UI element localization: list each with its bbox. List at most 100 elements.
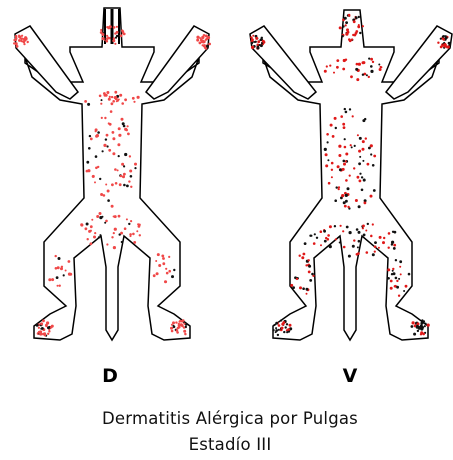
ventral-neck-black-lesion-dot bbox=[361, 73, 365, 76]
dorsal-forepaw-left-red-lesion-dot bbox=[15, 42, 18, 46]
ventral-trunk-black-lesion-dot bbox=[346, 187, 350, 191]
dorsal-trunk-red-lesion-dot bbox=[129, 169, 133, 173]
ventral-forepaw-left-black-lesion-dot bbox=[256, 46, 260, 50]
dorsal-hindlimb-left-red-lesion-dot bbox=[64, 269, 67, 272]
ventral-trunk-black-lesion-dot bbox=[359, 155, 362, 158]
ventral-groin-black-lesion-dot bbox=[313, 233, 316, 236]
dorsal-shoulders-red-lesion-dot bbox=[112, 100, 115, 103]
ventral-forepaw-right-red-lesion-dot bbox=[437, 41, 440, 44]
dorsal-forepaw-left-red-lesion-dot bbox=[18, 34, 20, 37]
ventral-trunk-black-lesion-dot bbox=[342, 159, 346, 163]
ventral-groin-red-lesion-dot bbox=[353, 239, 356, 242]
dorsal-snout-red-lesion-dot bbox=[122, 32, 125, 35]
ventral-hindlimb-right-black-lesion-dot bbox=[387, 277, 390, 280]
ventral-trunk-red-lesion-dot bbox=[336, 165, 340, 169]
ventral-trunk-red-lesion-dot bbox=[363, 201, 367, 205]
ventral-groin-red-lesion-dot bbox=[334, 238, 337, 241]
ventral-groin-red-lesion-dot bbox=[370, 234, 373, 238]
dorsal-hindpaw-right-red-lesion-dot bbox=[182, 326, 186, 329]
dorsal-hindpaw-right-red-lesion-dot bbox=[170, 326, 173, 330]
ventral-trunk-black-lesion-dot bbox=[363, 199, 367, 203]
ventral-hindpaw-right-black-lesion-dot bbox=[417, 326, 421, 330]
dorsal-hindlimb-left-black-lesion-dot bbox=[55, 276, 59, 279]
dorsal-hindlimb-left-red-lesion-dot bbox=[56, 266, 60, 270]
dorsal-hindpaw-right-black-lesion-dot bbox=[172, 324, 175, 327]
ventral-trunk-red-lesion-dot bbox=[354, 199, 358, 202]
ventral-hindlimb-right-black-lesion-dot bbox=[407, 272, 411, 276]
dorsal-forepaw-left-red-lesion-dot bbox=[20, 39, 23, 43]
dorsal-hips-red-lesion-dot bbox=[112, 232, 115, 235]
dorsal-trunk-black-lesion-dot bbox=[88, 134, 92, 138]
ventral-forepaw-left-red-lesion-dot bbox=[251, 45, 255, 50]
ventral-hindlimb-left-red-lesion-dot bbox=[299, 286, 302, 290]
ventral-forepaw-left-black-lesion-dot bbox=[260, 36, 263, 39]
dorsal-hindpaw-right-red-lesion-dot bbox=[184, 333, 187, 336]
ventral-forepaw-right-red-lesion-dot bbox=[442, 38, 446, 41]
ventral-hindlimb-right-black-lesion-dot bbox=[394, 276, 398, 280]
ventral-trunk-black-lesion-dot bbox=[334, 199, 338, 202]
ventral-snout-black-lesion-dot bbox=[345, 21, 348, 24]
ventral-hindlimb-right-red-lesion-dot bbox=[392, 267, 395, 271]
ventral-hindlimb-left-black-lesion-dot bbox=[305, 287, 309, 291]
ventral-hindlimb-left-black-lesion-dot bbox=[309, 279, 313, 282]
ventral-neck-red-lesion-dot bbox=[333, 71, 335, 74]
dorsal-forepaw-left-red-lesion-dot bbox=[24, 36, 28, 40]
dorsal-trunk-red-lesion-dot bbox=[110, 204, 114, 208]
dorsal-forepaw-left-red-lesion-dot bbox=[13, 42, 16, 45]
ventral-hindpaw-right-red-lesion-dot bbox=[411, 321, 415, 325]
dorsal-hips-red-lesion-dot bbox=[133, 241, 137, 244]
ventral-groin-black-lesion-dot bbox=[391, 230, 395, 233]
ventral-neck-red-lesion-dot bbox=[342, 67, 346, 71]
dorsal-hindpaw-left-black-lesion-dot bbox=[40, 327, 43, 330]
ventral-hindpaw-left-black-lesion-dot bbox=[284, 326, 287, 329]
ventral-trunk-red-lesion-dot bbox=[324, 153, 328, 157]
ventral-trunk-black-lesion-dot bbox=[360, 188, 364, 192]
ventral-trunk-red-lesion-dot bbox=[342, 126, 346, 129]
dorsal-hips-red-lesion-dot bbox=[138, 234, 141, 237]
ventral-hindpaw-left-black-lesion-dot bbox=[275, 327, 278, 330]
dorsal-hips-red-lesion-dot bbox=[96, 215, 100, 218]
dorsal-hips-red-lesion-dot bbox=[130, 220, 133, 223]
ventral-hindlimb-left-red-lesion-dot bbox=[305, 292, 308, 295]
dorsal-hindlimb-right-red-lesion-dot bbox=[162, 262, 166, 266]
ventral-neck-black-lesion-dot bbox=[378, 63, 381, 66]
ventral-groin-red-lesion-dot bbox=[319, 230, 323, 233]
dorsal-shoulders-red-lesion-dot bbox=[104, 93, 108, 97]
ventral-hindpaw-left-black-lesion-dot bbox=[283, 330, 286, 334]
dorsal-forepaw-right-red-lesion-dot bbox=[202, 34, 206, 37]
dorsal-hindlimb-left-red-lesion-dot bbox=[67, 260, 71, 263]
ventral-neck-red-lesion-dot bbox=[361, 61, 365, 65]
dorsal-trunk-black-lesion-dot bbox=[99, 177, 102, 181]
dorsal-shoulders-red-lesion-dot bbox=[115, 100, 118, 103]
dorsal-shoulders-red-lesion-dot bbox=[131, 96, 135, 100]
dorsal-hips-black-lesion-dot bbox=[85, 222, 89, 226]
dorsal-hips-red-lesion-dot bbox=[123, 227, 127, 230]
ventral-groin-red-lesion-dot bbox=[342, 245, 346, 249]
dorsal-trunk-black-lesion-dot bbox=[101, 150, 104, 153]
ventral-trunk-red-lesion-dot bbox=[341, 167, 345, 171]
dorsal-hindlimb-left-red-lesion-dot bbox=[60, 267, 63, 271]
ventral-neck-red-lesion-dot bbox=[336, 65, 339, 69]
dorsal-trunk-red-lesion-dot bbox=[122, 175, 125, 179]
dorsal-forepaw-right-red-lesion-dot bbox=[202, 40, 206, 44]
dorsal-forepaw-right-red-lesion-dot bbox=[196, 35, 200, 39]
ventral-hindpaw-right-black-lesion-dot bbox=[416, 329, 420, 333]
ventral-hindpaw-left-red-lesion-dot bbox=[280, 326, 284, 330]
ventral-neck-red-lesion-dot bbox=[378, 68, 382, 71]
ventral-hindlimb-right-black-lesion-dot bbox=[396, 285, 399, 289]
dorsal-snout-red-lesion-dot bbox=[106, 34, 109, 37]
ventral-hindlimb-left-red-lesion-dot bbox=[302, 252, 306, 256]
dorsal-trunk-red-lesion-dot bbox=[121, 162, 125, 166]
ventral-trunk-black-lesion-dot bbox=[342, 201, 346, 205]
dorsal-trunk-red-lesion-dot bbox=[116, 169, 119, 172]
ventral-forepaw-left-black-lesion-dot bbox=[254, 40, 257, 43]
ventral-groin-red-lesion-dot bbox=[342, 230, 345, 233]
dorsal-trunk-black-lesion-dot bbox=[94, 155, 98, 158]
ventral-groin-red-lesion-dot bbox=[393, 243, 397, 247]
ventral-forepaw-left-red-lesion-dot bbox=[250, 38, 254, 42]
dorsal-hips-red-lesion-dot bbox=[112, 246, 116, 250]
dorsal-hindlimb-left-red-lesion-dot bbox=[51, 278, 55, 282]
dorsal-forepaw-left-red-lesion-dot bbox=[18, 39, 21, 42]
ventral-groin-red-lesion-dot bbox=[327, 234, 330, 237]
dorsal-trunk-red-lesion-dot bbox=[118, 133, 122, 137]
